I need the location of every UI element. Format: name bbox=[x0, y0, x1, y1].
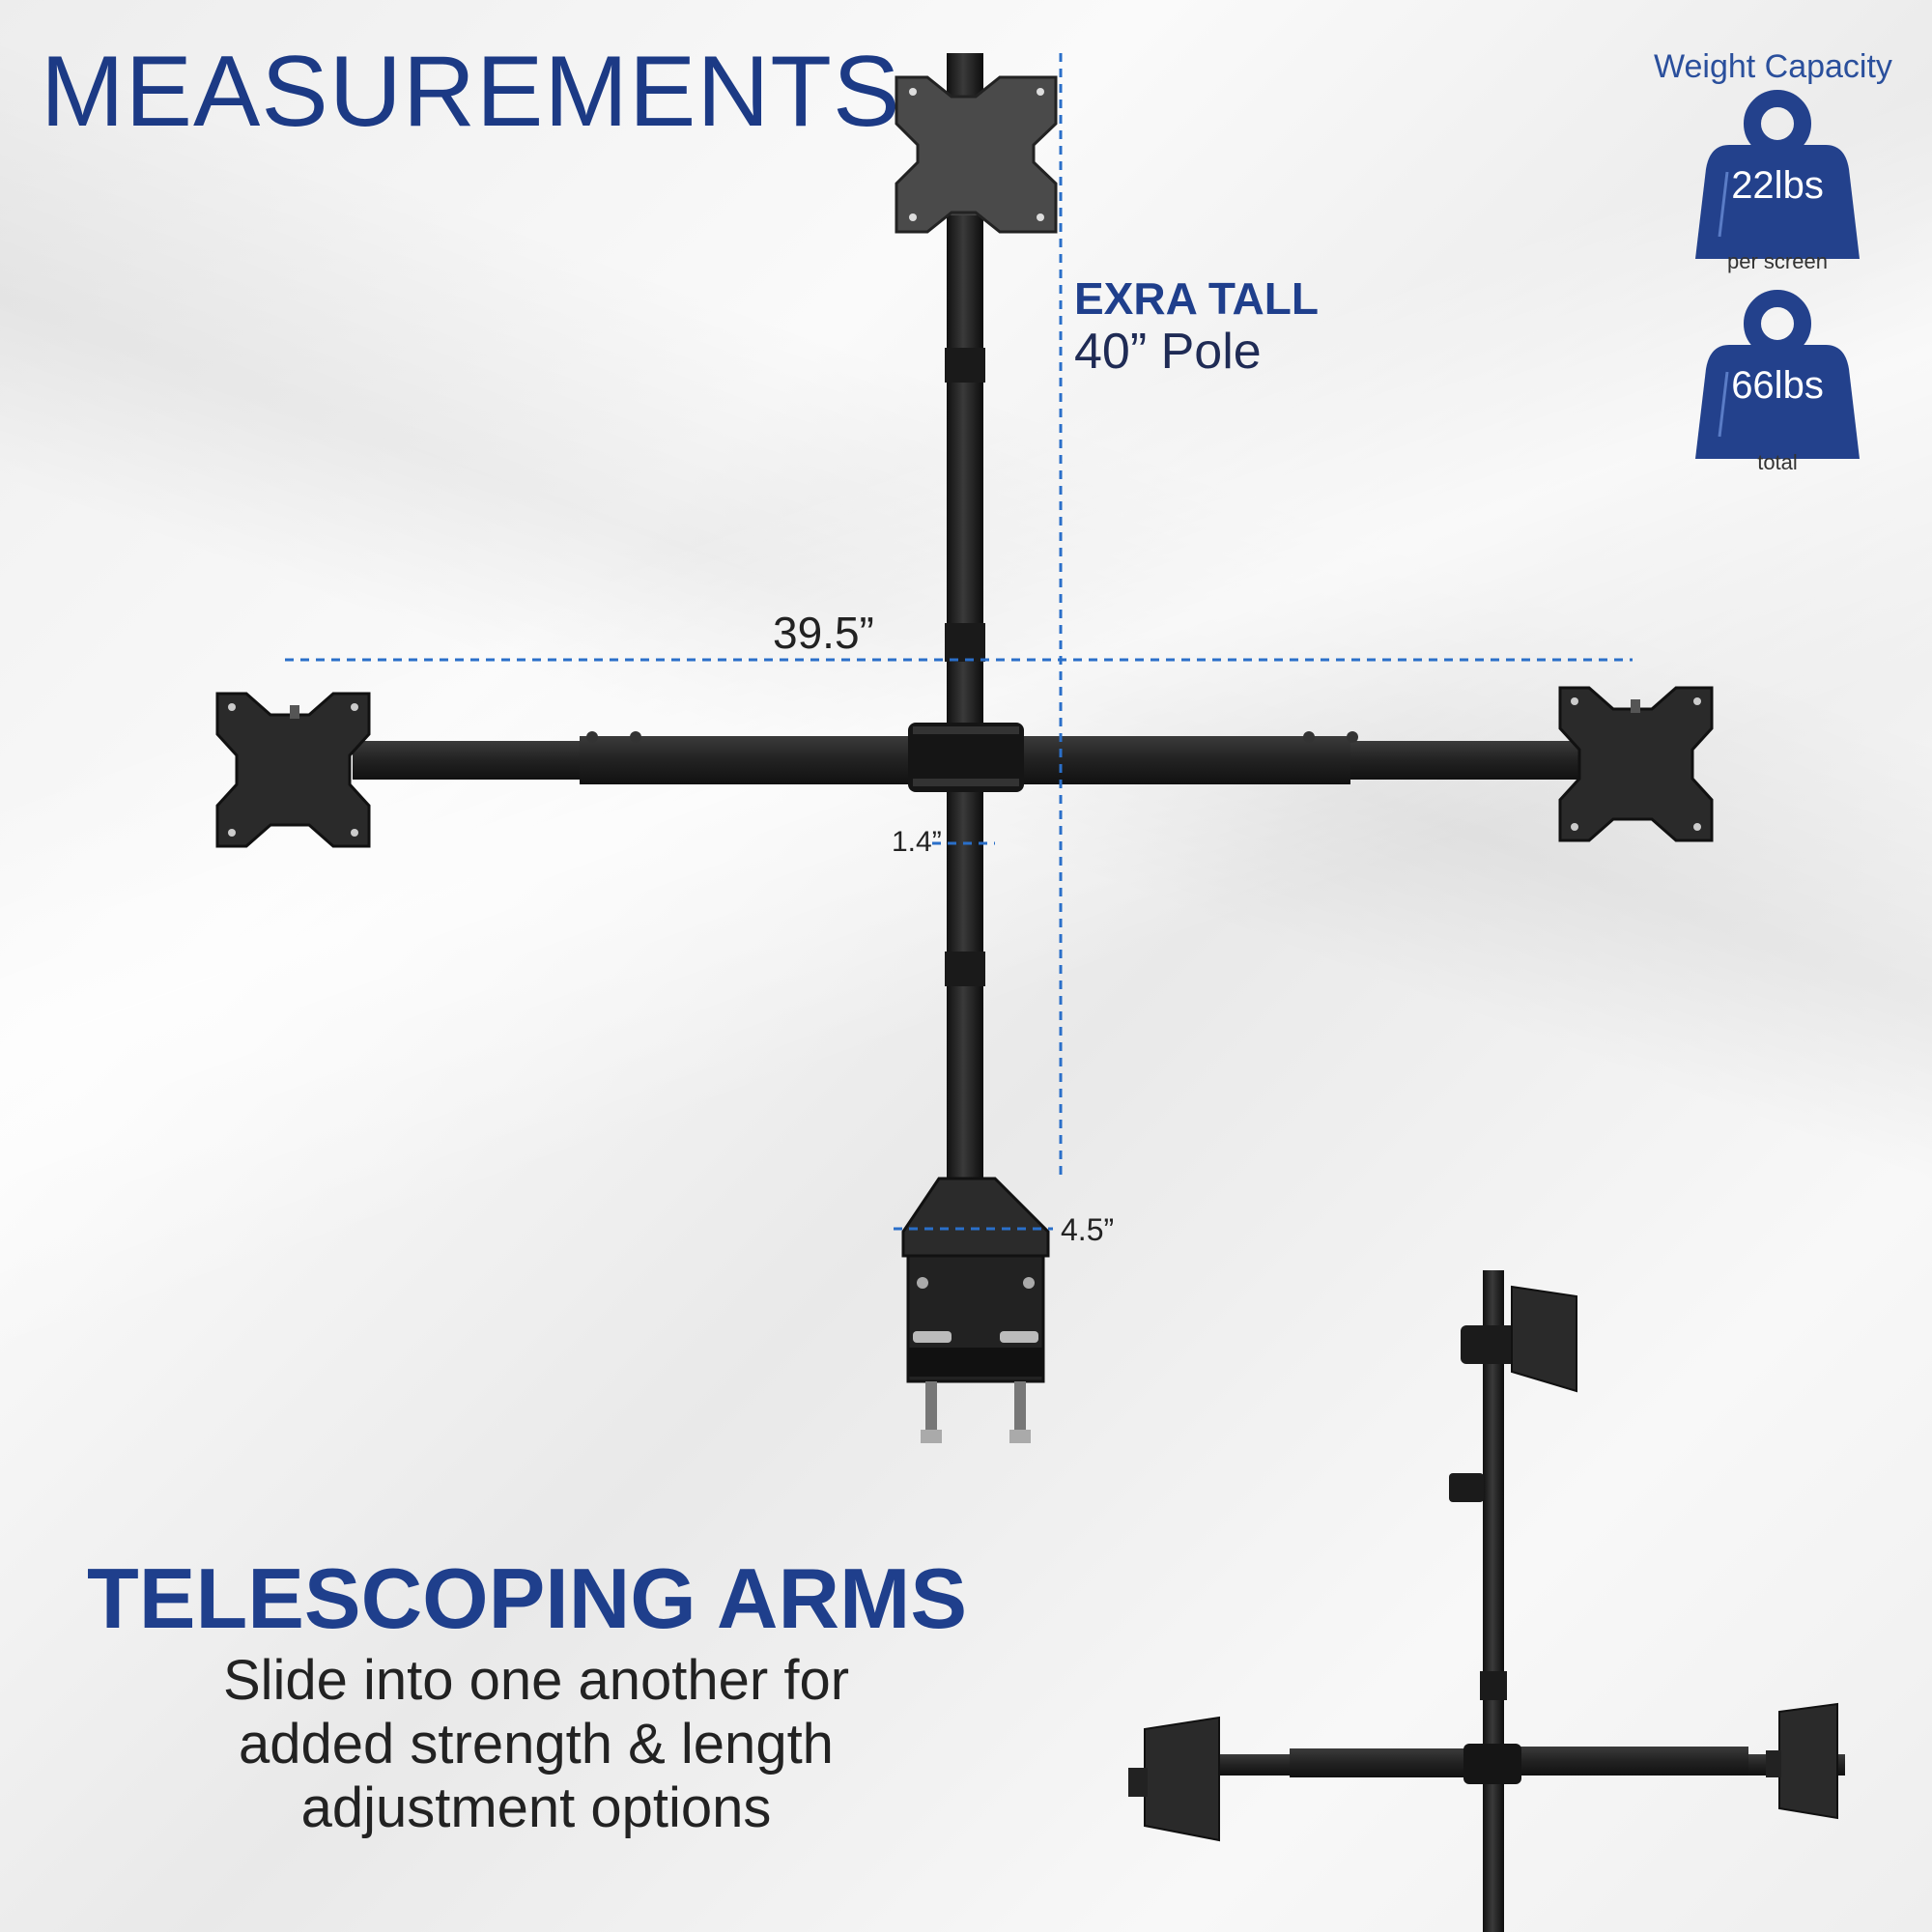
weight-caption-total: total bbox=[1757, 450, 1798, 474]
pole-tag: EXRA TALL bbox=[1074, 273, 1319, 324]
weight-value-per-screen: 22lbs bbox=[1731, 164, 1824, 207]
weight-capacity-title: Weight Capacity bbox=[1654, 48, 1892, 85]
pole-diameter-label: 1.4” bbox=[892, 826, 942, 858]
horizontal-arm bbox=[353, 723, 1599, 792]
telescoping-line-3: adjustment options bbox=[300, 1776, 772, 1839]
base-width-label: 4.5” bbox=[1061, 1212, 1115, 1247]
desk-clamp-base bbox=[901, 1177, 1050, 1443]
right-vesa-plate bbox=[1558, 686, 1714, 842]
weight-icon-per-screen bbox=[1695, 90, 1860, 259]
arm-width-label: 39.5” bbox=[773, 608, 874, 658]
weight-badge-per-screen: 22lbs bbox=[1695, 97, 1860, 266]
weight-caption-per-screen: per screen bbox=[1727, 249, 1828, 273]
weight-icon-total bbox=[1695, 290, 1860, 459]
left-vesa-plate bbox=[215, 692, 371, 848]
top-vesa-plate bbox=[895, 75, 1058, 234]
secondary-mount-illustration bbox=[1128, 1270, 1845, 1932]
pole-label: 40” Pole bbox=[1074, 324, 1262, 380]
weight-badge-total: 66lbs bbox=[1695, 297, 1860, 466]
telescoping-line-2: added strength & length bbox=[239, 1713, 834, 1776]
weight-value-total: 66lbs bbox=[1731, 364, 1824, 407]
telescoping-line-1: Slide into one another for bbox=[222, 1649, 850, 1712]
headline: MEASUREMENTS bbox=[41, 36, 901, 148]
telescoping-title: TELESCOPING ARMS bbox=[87, 1550, 968, 1646]
vertical-pole bbox=[945, 53, 985, 1193]
measurement-lines bbox=[285, 53, 1633, 1231]
